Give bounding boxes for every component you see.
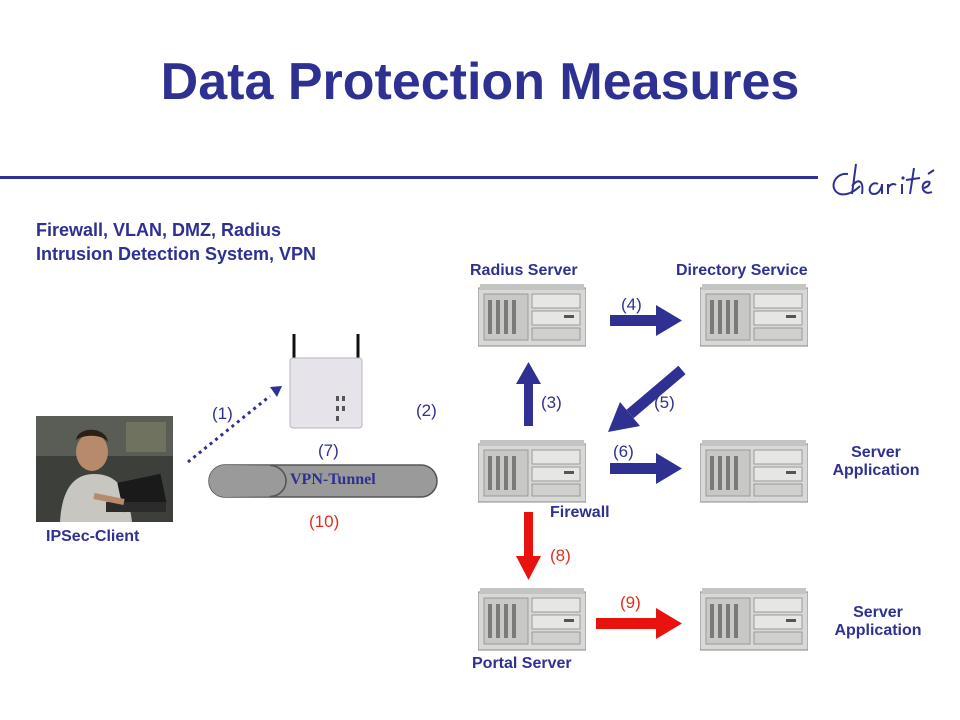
vpn-tunnel-label: VPN-Tunnel [290,471,376,488]
ipsec-client-photo [36,416,173,522]
server-application-label-2: Server Application [834,604,922,639]
step-5-label: (5) [654,393,675,412]
firewall-server-icon [478,440,586,503]
vpn-tunnel [208,464,438,498]
step-3-label: (3) [541,393,562,412]
server-application-label-1: Server Application [832,444,920,479]
measures-line-1: Firewall, VLAN, DMZ, Radius [36,220,282,240]
radius-server-icon [478,284,586,347]
firewall-label: Firewall [550,504,610,521]
step-6-label: (6) [613,442,634,461]
wireless-access-point-icon [282,330,370,430]
radius-server-label: Radius Server [470,262,578,279]
charite-logo [832,163,935,196]
server-application-icon-1 [700,440,808,503]
measures-line-2: Intrusion Detection System, VPN [36,244,317,264]
step-7-label: (7) [318,441,339,460]
directory-service-label: Directory Service [676,262,808,279]
step-4-label: (4) [621,295,642,314]
step-10-label: (10) [309,512,340,531]
ipsec-client-label: IPSec-Client [46,528,140,545]
step-2-label: (2) [416,401,437,420]
arrow-step-8 [516,512,541,580]
step-1-label: (1) [212,404,233,423]
step-9-label: (9) [620,593,641,612]
arrow-step-3 [516,362,541,426]
directory-service-server-icon [700,284,808,347]
portal-server-icon [478,588,586,651]
portal-server-label: Portal Server [472,655,572,672]
page-title: Data Protection Measures [160,53,800,111]
server-application-icon-2 [700,588,808,651]
step-8-label: (8) [550,546,571,565]
arrow-step-1 [187,386,282,464]
title-divider [0,176,818,179]
protection-measures-list: Firewall, VLAN, DMZ, Radius Intrusion De… [36,218,316,266]
